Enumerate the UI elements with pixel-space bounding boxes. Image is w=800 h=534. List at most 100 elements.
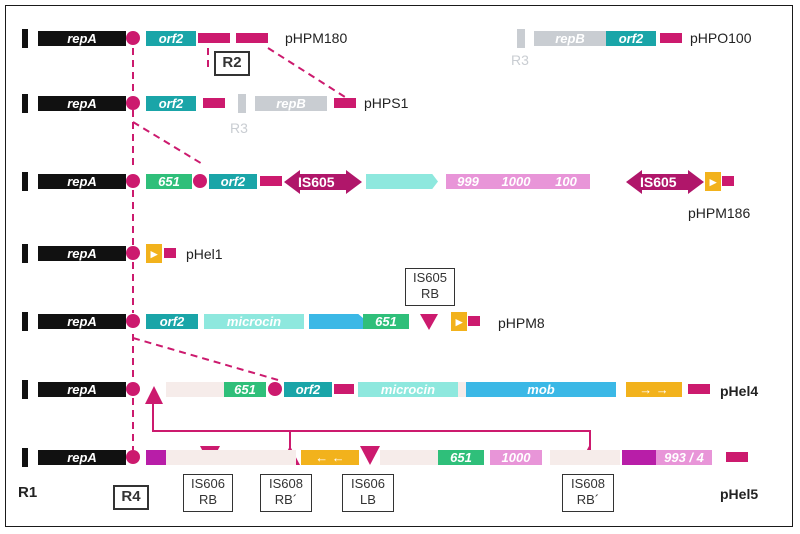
gene-orf2: orf2 — [146, 314, 198, 329]
gene-999: 999 — [446, 174, 490, 189]
is605-label: IS605 — [640, 174, 677, 190]
segment-beige — [458, 382, 466, 397]
gene-block-lightteal — [366, 174, 438, 189]
gene-repA: repA — [38, 174, 126, 189]
repeat-arrow: ▸ — [146, 244, 162, 263]
junction-dot — [126, 246, 140, 260]
segment-purple — [146, 450, 166, 465]
gene-1000: 1000 — [490, 174, 542, 189]
plasmid-label-pHPM180: pHPM180 — [285, 30, 348, 46]
region-label-R1: R1 — [18, 484, 38, 501]
triangle-marker — [360, 446, 380, 465]
dashed-connector — [132, 121, 205, 166]
gene-651: 651 — [146, 174, 192, 189]
segment-magenta — [688, 384, 710, 394]
junction-dot — [268, 382, 282, 396]
plasmid-label-pHPS1: pHPS1 — [364, 95, 409, 111]
segment-beige — [550, 450, 620, 465]
segment-magenta — [334, 384, 354, 394]
segment-beige — [166, 450, 296, 465]
plasmid-label-pHPO100: pHPO100 — [690, 30, 752, 46]
gene-repA: repA — [38, 31, 126, 46]
dashed-connector — [267, 47, 346, 98]
is605-arrow — [626, 170, 704, 194]
gene-repA: repA — [38, 246, 126, 261]
junction-dot — [126, 382, 140, 396]
repeat-arrows: ← ← — [301, 450, 359, 465]
gene-block-blue — [309, 314, 367, 329]
region-label-R3: R3 — [230, 120, 248, 136]
gene-repB: repB — [534, 31, 606, 46]
gene-orf2: orf2 — [606, 31, 656, 46]
segment-beige — [166, 382, 224, 397]
dashed-connector — [132, 337, 279, 381]
gene-orf2: orf2 — [284, 382, 332, 397]
triangle-marker — [145, 386, 163, 404]
region-label-R2: R2 — [214, 51, 250, 76]
junction-dot — [126, 96, 140, 110]
solid-connector — [152, 396, 591, 450]
plasmid-label-pHel4: pHel4 — [720, 383, 759, 399]
segment-beige — [380, 450, 438, 465]
junction-dot — [126, 450, 140, 464]
gene-651: 651 — [224, 382, 266, 397]
is605-arrow — [284, 170, 362, 194]
tick-mark — [22, 94, 28, 113]
tick-mark — [238, 94, 246, 113]
plasmid-label-pHel5: pHel5 — [720, 486, 759, 502]
segment-magenta — [236, 33, 268, 43]
segment-magenta — [203, 98, 225, 108]
tick-mark — [22, 29, 28, 48]
triangle-marker — [420, 314, 438, 330]
figure-frame — [5, 5, 793, 527]
region-label-R3: R3 — [511, 52, 529, 68]
junction-dot — [126, 314, 140, 328]
gene-orf2: orf2 — [146, 31, 196, 46]
segment-magenta — [334, 98, 356, 108]
gene-100: 100 — [542, 174, 590, 189]
junction-dot — [126, 31, 140, 45]
segment-magenta — [468, 316, 480, 326]
gene-microcin: microcin — [358, 382, 458, 397]
tick-mark — [22, 448, 28, 467]
segment-magenta — [260, 176, 282, 186]
repeat-arrow: ▸ — [451, 312, 467, 331]
segment-magenta — [660, 33, 682, 43]
gene-993-4: 993 / 4 — [656, 450, 712, 465]
gene-repA: repA — [38, 314, 126, 329]
repeat-arrows: → → — [626, 382, 682, 397]
junction-dot — [193, 174, 207, 188]
tick-mark — [517, 29, 525, 48]
tick-mark — [22, 244, 28, 263]
tick-mark — [22, 380, 28, 399]
gene-1000: 1000 — [490, 450, 542, 465]
plasmid-label-pHel1: pHel1 — [186, 246, 223, 262]
gene-mob: mob — [466, 382, 616, 397]
region-label-R4: R4 — [113, 485, 149, 510]
plasmid-label-pHPM186: pHPM186 — [688, 205, 751, 221]
gene-microcin: microcin — [204, 314, 304, 329]
gene-651: 651 — [363, 314, 409, 329]
gene-repB: repB — [255, 96, 327, 111]
is605-label: IS605 — [298, 174, 335, 190]
tick-mark — [22, 312, 28, 331]
tick-mark — [22, 172, 28, 191]
segment-magenta — [722, 176, 734, 186]
gene-orf2: orf2 — [146, 96, 196, 111]
segment-magenta — [164, 248, 176, 258]
segment-magenta — [726, 452, 748, 462]
segment-magenta — [198, 33, 230, 43]
gene-repA: repA — [38, 450, 126, 465]
junction-dot — [126, 174, 140, 188]
gene-651: 651 — [438, 450, 484, 465]
repeat-arrow: ▸ — [705, 172, 721, 191]
plasmid-label-pHPM8: pHPM8 — [498, 315, 545, 331]
segment-purple — [622, 450, 656, 465]
gene-repA: repA — [38, 96, 126, 111]
